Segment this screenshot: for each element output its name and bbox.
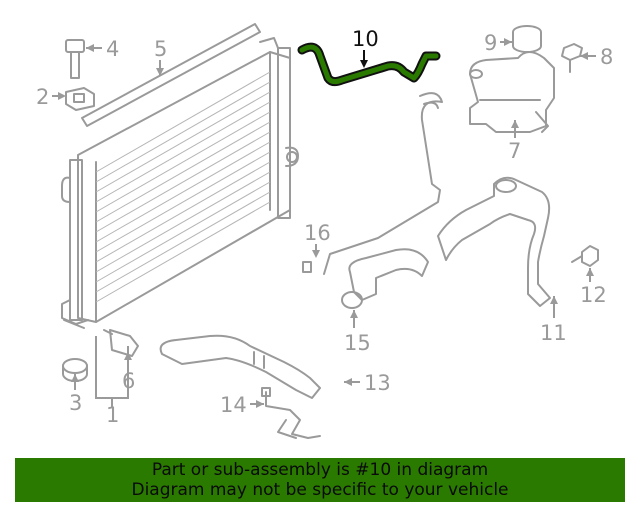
callout-11: 11 [540,321,567,345]
hose-10 [297,42,441,87]
reservoir [469,51,555,133]
leader-lines [52,38,596,408]
callout-16: 16 [304,221,331,245]
bolt-8 [561,43,583,73]
parts-diagram: 1 2 3 4 5 6 7 8 9 10 11 12 13 14 15 16 [36,23,613,439]
callout-6: 6 [122,369,135,393]
callout-4: 4 [106,37,119,61]
callout-8: 8 [600,45,613,69]
info-banner: Part or sub-assembly is #10 in diagram D… [15,458,625,502]
callout-2: 2 [36,85,49,109]
isolator-2 [65,87,95,111]
banner-line-1: Part or sub-assembly is #10 in diagram [151,460,489,480]
sensor-6 [103,329,139,357]
bolt-4 [65,39,85,79]
cap-9 [512,25,542,53]
callout-1: 1 [106,403,119,427]
callout-14: 14 [220,393,247,417]
bolt-12 [571,245,599,267]
callout-5: 5 [154,37,167,61]
hose-13 [159,334,321,399]
hose-15 [341,248,429,309]
callout-3: 3 [69,391,82,415]
banner-line-2: Diagram may not be specific to your vehi… [131,480,509,500]
hose-11 [437,176,551,307]
callout-7: 7 [508,139,521,163]
seal-strip [81,23,261,127]
vent-tube-16 [302,92,443,275]
callout-15: 15 [344,331,371,355]
pipe-14 [261,387,321,439]
radiator [61,37,299,329]
callout-13: 13 [364,371,391,395]
callout-12: 12 [580,283,607,307]
callout-9: 9 [484,31,497,55]
callout-10: 10 [352,27,379,51]
